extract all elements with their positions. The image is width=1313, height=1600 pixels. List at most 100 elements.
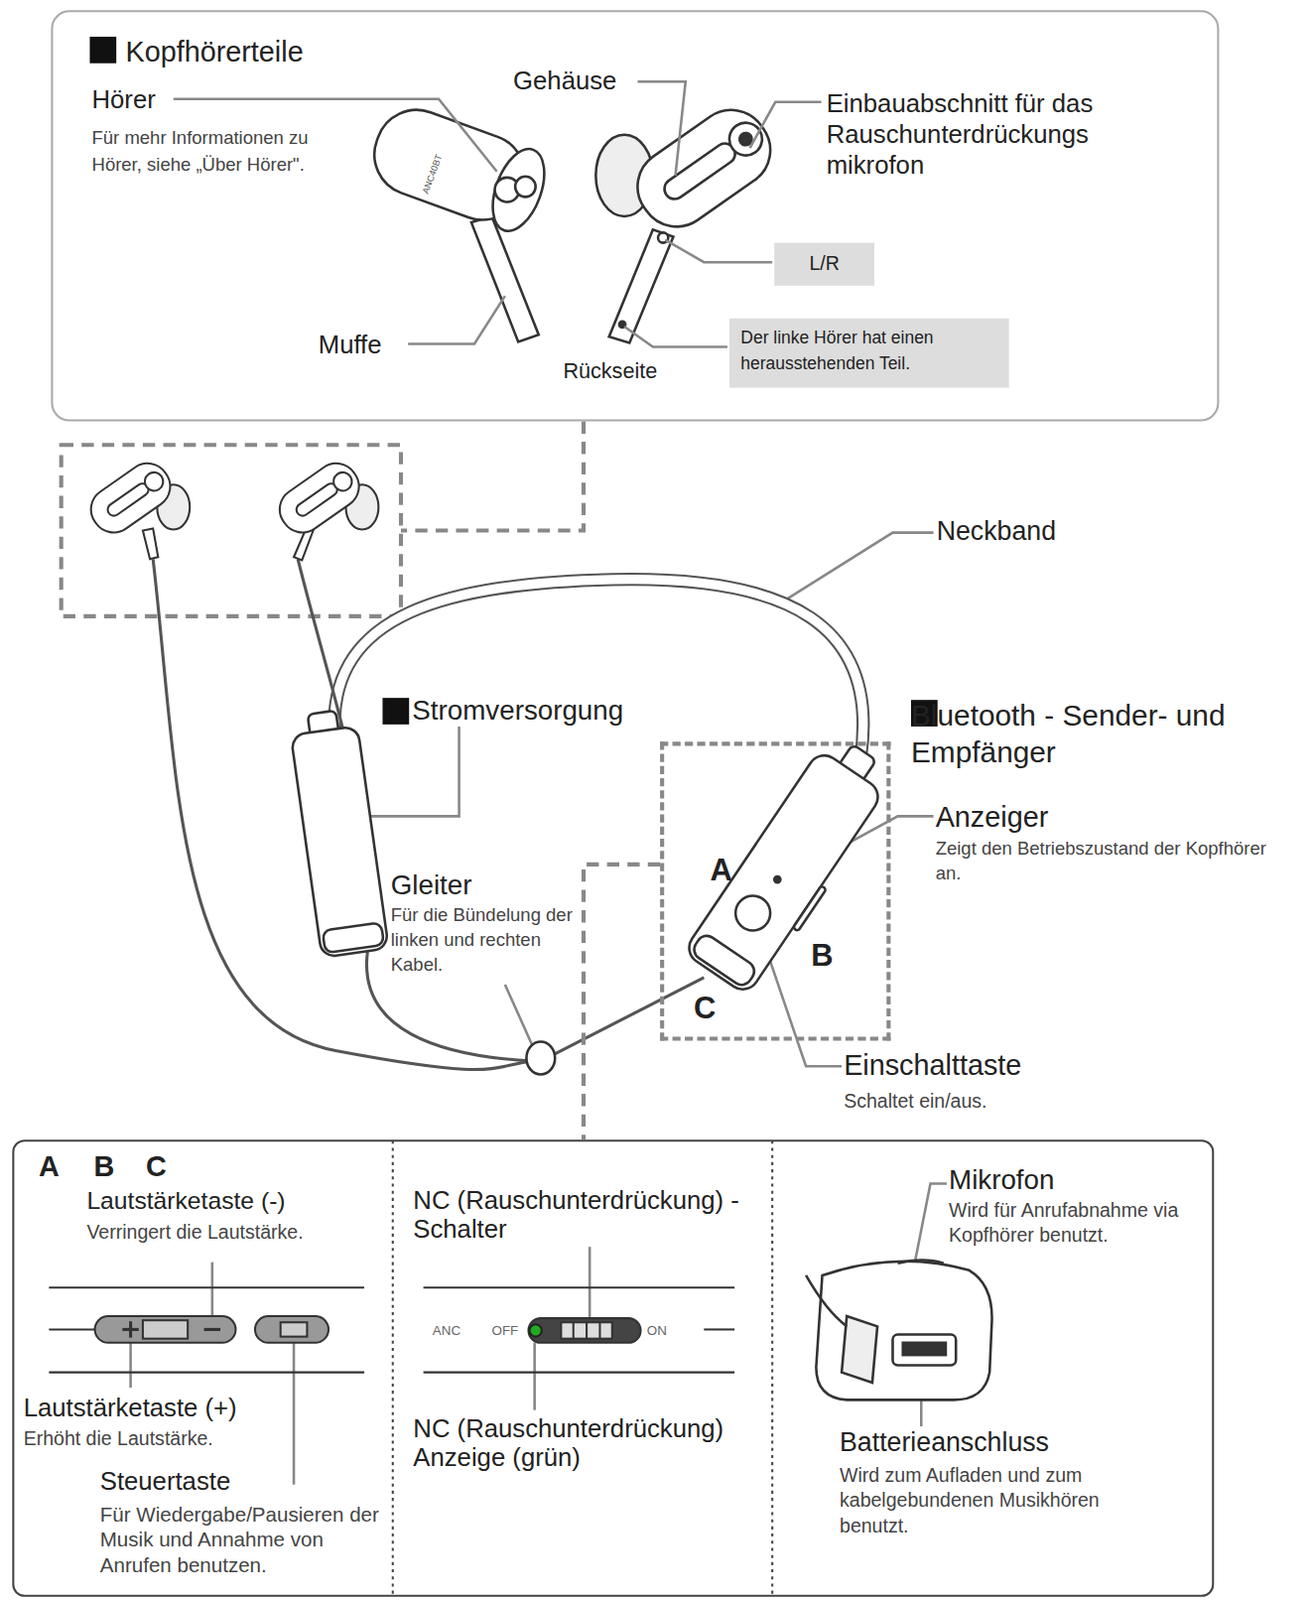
button-panel bbox=[48, 1327, 95, 1330]
button-panel bbox=[142, 1319, 188, 1339]
bluetooth-unit bbox=[682, 730, 902, 999]
part-description: Für mehr Informationen zu Hörer, siehe „… bbox=[92, 124, 322, 177]
small-earbud bbox=[329, 468, 356, 495]
nc-switch bbox=[423, 1287, 736, 1372]
part-name: Anzeiger bbox=[935, 799, 1050, 835]
leader-line bbox=[637, 81, 685, 176]
callout-letter: C bbox=[693, 989, 716, 1027]
cable bbox=[152, 558, 532, 1069]
section-heading: Bluetooth - Sender- und Empfänger bbox=[911, 696, 1289, 771]
part-name: Lautstärketaste (-) bbox=[86, 1185, 285, 1216]
small-earbud bbox=[270, 454, 368, 541]
part-description: Für die Bündelung der linken und rechten… bbox=[391, 903, 580, 977]
leader-line bbox=[407, 295, 506, 344]
part-name: NC (Rauschunterdrückung) Anzeige (grün) bbox=[412, 1414, 781, 1472]
part-name: Gehäuse bbox=[513, 65, 617, 97]
button-panel bbox=[255, 1315, 329, 1343]
left-earbud bbox=[482, 141, 554, 239]
heading-square bbox=[89, 36, 117, 64]
leader-line bbox=[664, 240, 773, 263]
callout-letter: A bbox=[38, 1150, 60, 1185]
small-earbud bbox=[82, 454, 179, 541]
small-earbud bbox=[270, 454, 368, 541]
section-divider bbox=[392, 1140, 394, 1595]
switch-marking: ANC bbox=[432, 1321, 461, 1338]
group-bracket bbox=[61, 444, 401, 617]
callout-letter: C bbox=[145, 1150, 167, 1185]
part-name: Muffe bbox=[318, 328, 383, 360]
glider bbox=[525, 1042, 555, 1075]
switch-marking: ON bbox=[647, 1321, 667, 1338]
button-panel bbox=[48, 1286, 365, 1289]
leader-line bbox=[624, 326, 728, 348]
left-earbud bbox=[471, 216, 539, 342]
leader-line bbox=[750, 102, 822, 148]
leader-line bbox=[786, 532, 934, 601]
nc-switch bbox=[703, 1327, 735, 1330]
left-earbud bbox=[515, 176, 536, 198]
section-heading: Stromversorgung bbox=[411, 693, 624, 727]
dashed-connector bbox=[583, 864, 660, 1140]
battery-port bbox=[903, 1342, 946, 1355]
group-bracket bbox=[400, 421, 584, 531]
leader-line bbox=[913, 1182, 947, 1271]
leader-line bbox=[357, 726, 460, 816]
part-description: Zeigt den Betriebszustand der Kopfhörer … bbox=[935, 836, 1273, 886]
part-name: Lautstärketaste (+) bbox=[23, 1391, 238, 1423]
bluetooth-unit bbox=[682, 730, 902, 999]
part-description: Erhöht die Lautstärke. bbox=[23, 1426, 214, 1450]
leader-line bbox=[129, 1342, 132, 1388]
part-name: Mikrofon bbox=[948, 1163, 1054, 1196]
leader-line bbox=[505, 984, 533, 1047]
neckband bbox=[334, 579, 864, 768]
battery-port bbox=[805, 1275, 847, 1326]
part-name: Hörer bbox=[92, 83, 156, 115]
nc-switch bbox=[527, 1317, 641, 1343]
part-name: Neckband bbox=[936, 515, 1056, 547]
group-box: Bluetooth - Sender- und EmpfängerABC bbox=[659, 741, 891, 1041]
right-earbud bbox=[609, 229, 674, 343]
bluetooth-unit bbox=[735, 896, 771, 931]
button-panel bbox=[129, 1320, 132, 1337]
button-panel bbox=[48, 1287, 365, 1372]
callout-letter: A bbox=[709, 851, 732, 889]
left-earbud bbox=[363, 98, 555, 239]
callout-letter: B bbox=[810, 937, 833, 975]
cable bbox=[152, 558, 704, 1069]
bluetooth-unit bbox=[792, 885, 827, 931]
power-unit bbox=[290, 725, 390, 957]
neckband bbox=[334, 579, 864, 768]
power-unit bbox=[322, 921, 385, 953]
bluetooth-unit bbox=[774, 876, 781, 883]
part-name: Batterieanschluss bbox=[839, 1426, 1050, 1458]
bluetooth-unit bbox=[682, 749, 885, 996]
leader-line bbox=[588, 1246, 592, 1318]
small-earbud bbox=[82, 454, 179, 541]
leader-line bbox=[211, 1262, 215, 1316]
small-earbud bbox=[140, 468, 167, 495]
leader-line bbox=[532, 1342, 536, 1411]
button-panel bbox=[204, 1327, 221, 1331]
part-description: Verringert die Lautstärke. bbox=[86, 1219, 303, 1244]
battery-port bbox=[892, 1334, 956, 1366]
part-name: Einbauabschnitt für das Rauschunterdrück… bbox=[826, 87, 1154, 180]
power-unit bbox=[287, 707, 389, 958]
leader-line bbox=[292, 1342, 296, 1485]
button-panel bbox=[95, 1315, 237, 1343]
part-description: Wird zum Aufladen und zum kabelgebundene… bbox=[839, 1461, 1167, 1539]
battery-port bbox=[815, 1261, 992, 1401]
button-panel bbox=[48, 1371, 365, 1374]
left-earbud bbox=[363, 98, 555, 342]
neckband bbox=[334, 579, 864, 768]
right-earbud bbox=[722, 116, 769, 162]
nc-switch bbox=[585, 1321, 588, 1338]
small-earbud bbox=[142, 527, 158, 559]
small-earbud bbox=[105, 481, 151, 519]
nc-switch bbox=[598, 1321, 601, 1338]
part-name: Gleiter bbox=[391, 868, 473, 902]
battery-port bbox=[898, 1260, 944, 1264]
part-description: Wird für Anrufabnahme via Kopfhörer benu… bbox=[948, 1198, 1214, 1248]
